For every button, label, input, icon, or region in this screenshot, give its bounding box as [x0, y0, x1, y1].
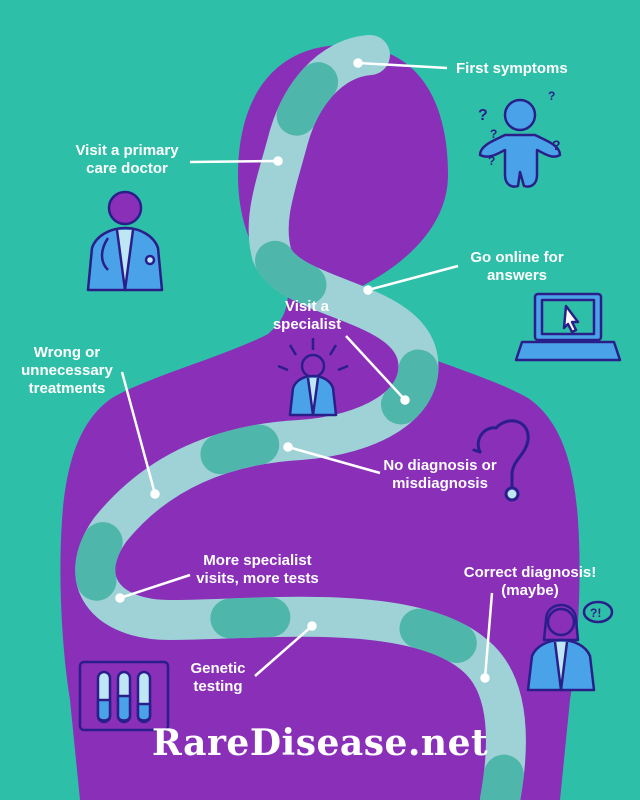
- label-correct-diagnosis: Correct diagnosis! (maybe): [463, 564, 597, 599]
- label-no-diagnosis: No diagnosis or misdiagnosis: [383, 457, 497, 492]
- specialist-doctor-icon: [277, 338, 349, 417]
- svg-text:?: ?: [490, 127, 497, 141]
- svg-text:?: ?: [548, 89, 555, 103]
- label-go-online: Go online for answers: [470, 249, 564, 284]
- svg-text:?: ?: [478, 107, 488, 124]
- brand-logo: RareDisease.net: [151, 722, 489, 764]
- journey-path: [75, 35, 526, 800]
- svg-text:?: ?: [552, 137, 561, 153]
- female-doctor-icon: ?!: [526, 600, 614, 692]
- svg-text:?!: ?!: [590, 606, 601, 620]
- leader-lines: [115, 58, 494, 683]
- confused-person-icon: ? ? ? ? ?: [478, 89, 562, 188]
- label-genetic-testing: Genetic testing: [190, 660, 246, 695]
- test-tubes-icon: [78, 660, 170, 732]
- label-visit-specialist: Visit a specialist: [272, 298, 342, 333]
- label-first-symptoms: First symptoms: [456, 60, 568, 77]
- label-wrong-treatments: Wrong or unnecessary treatments: [21, 344, 113, 397]
- label-visit-primary-care: Visit a primary care doctor: [75, 142, 179, 177]
- laptop-cursor-icon: [514, 292, 622, 362]
- doctor-icon: [86, 190, 164, 292]
- stethoscope-question-icon: [472, 419, 530, 502]
- label-more-specialist-visits: More specialist visits, more tests: [196, 552, 319, 587]
- svg-text:?: ?: [488, 154, 495, 168]
